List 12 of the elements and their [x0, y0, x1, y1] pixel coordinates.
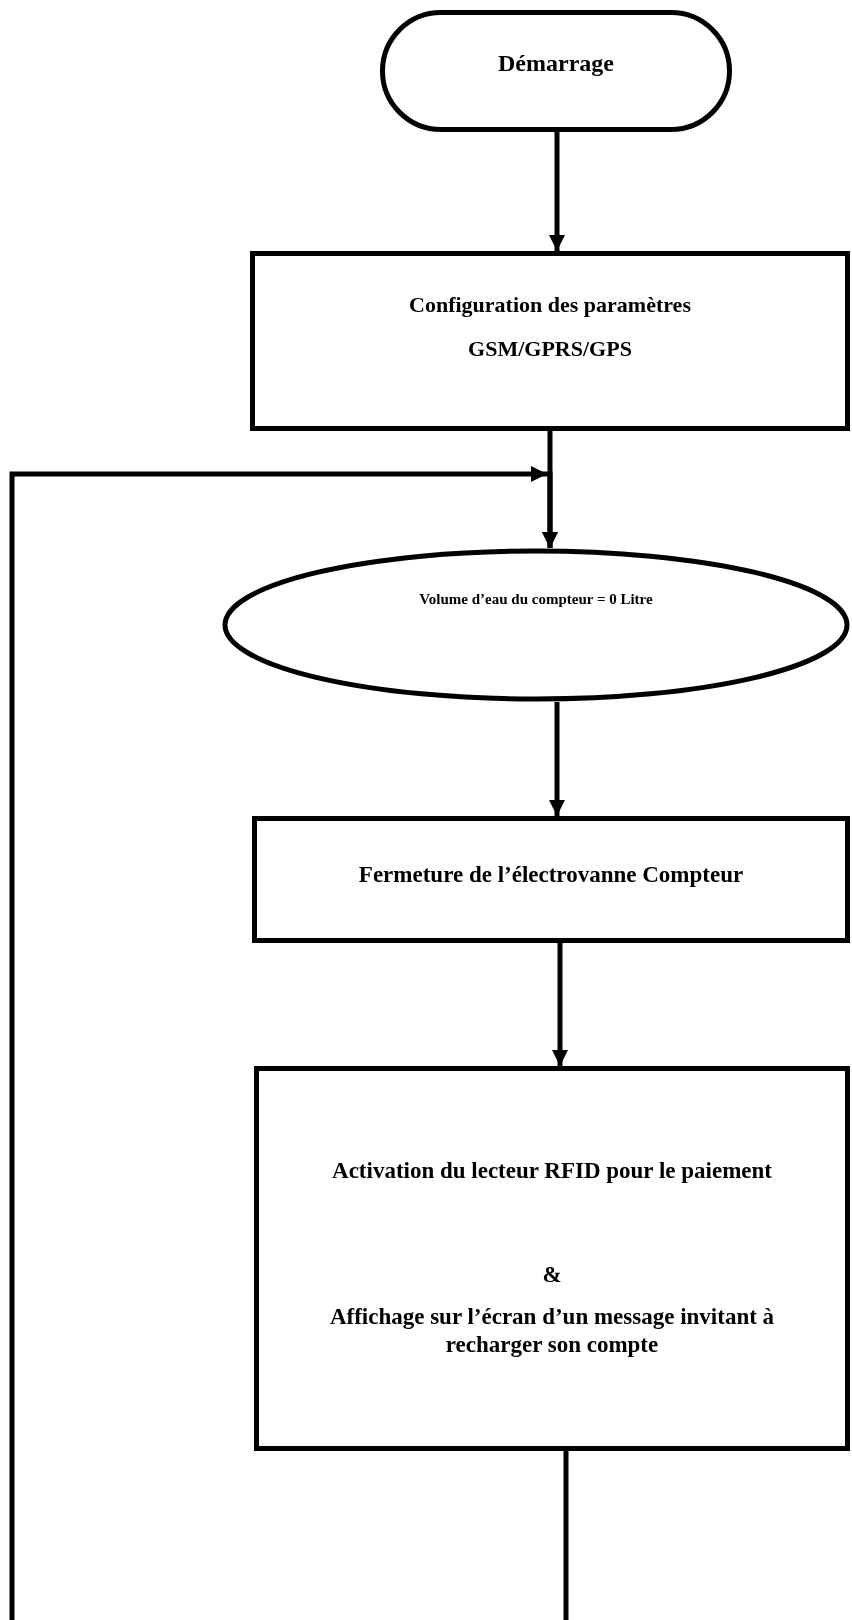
- node-text: GSM/GPRS/GPS: [467, 336, 633, 363]
- node-text: Fermeture de l’électrovanne Compteur: [357, 861, 745, 889]
- node-text: Activation du lecteur RFID pour le paiement: [331, 1157, 773, 1185]
- process-box: [252, 816, 850, 943]
- process-box: [250, 251, 850, 431]
- node-text: Démarrage: [497, 49, 615, 78]
- node-text: Affichage sur l’écran d’un message invitant à recharger son compte: [328, 1303, 776, 1359]
- state-ellipse: [222, 548, 850, 702]
- node-text: Volume d’eau du compteur = 0 Litre: [418, 590, 654, 608]
- node-text: &: [541, 1261, 563, 1289]
- node-text: Configuration des paramètres: [408, 292, 692, 319]
- process-box: [254, 1066, 850, 1451]
